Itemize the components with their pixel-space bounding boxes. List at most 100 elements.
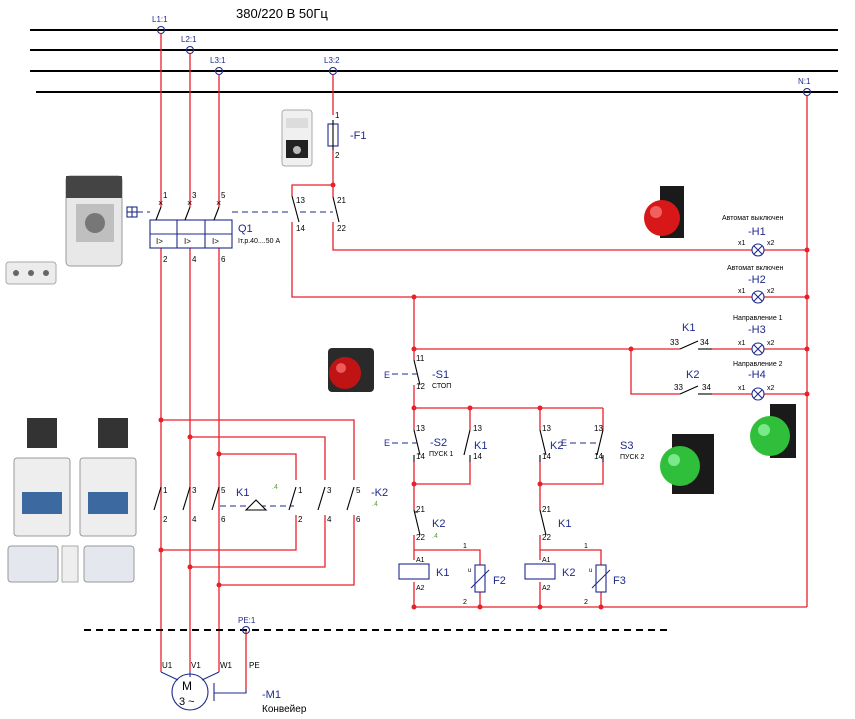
motor-m1: M 3 ~ U1 V1 W1 PE -M1 Конвейер — [160, 661, 307, 715]
lamp-h4: Направление 2 -H4 x1 x2 — [733, 361, 783, 401]
lamp-h4-x1: x1 — [738, 385, 746, 392]
k1-main-2: 2 — [163, 515, 168, 524]
k1-int-b: 22 — [542, 533, 551, 542]
contactor-photos — [7, 418, 137, 583]
k1-interlock-contact: 21 22 K1 — [539, 505, 571, 542]
tap-label-pe: PE:1 — [238, 616, 256, 625]
k1-hold-a: 13 — [473, 424, 482, 433]
k2-hold-contact: 13 14 K2 — [539, 424, 563, 462]
k1-coil-a1: A1 — [416, 557, 425, 564]
k2-int-b: 22 — [416, 533, 425, 542]
k1-coil-name: K1 — [436, 567, 449, 579]
bus-taps: L1:1 L2:1 L3:1 L3:2 N:1 — [152, 15, 812, 97]
motor-pe: PE — [249, 661, 260, 670]
lamp-h1-x2: x2 — [767, 240, 775, 247]
k1-int-name: K1 — [558, 518, 571, 530]
tap-label-l1: L1:1 — [152, 15, 168, 24]
k2-coil-a2: A2 — [542, 585, 551, 592]
q1-range: Iт.р.40....50 А — [238, 238, 280, 245]
svg-text:×: × — [216, 198, 221, 208]
lamp-h2: Автомат включен -H2 x1 x2 — [727, 265, 784, 304]
svg-text:×: × — [187, 198, 192, 208]
motor-breaker-photo — [5, 175, 123, 285]
motor-w1: W1 — [220, 661, 233, 670]
power-wiring — [160, 34, 808, 690]
k2-int-a: 21 — [416, 505, 425, 514]
tap-label-l3b: L3:2 — [324, 56, 340, 65]
f1-name: -F1 — [350, 130, 367, 142]
k2-contact-h4: K2 33 34 — [674, 369, 712, 395]
lamp-h3-name: -H3 — [748, 324, 766, 336]
k2-main-3: 3 — [327, 486, 332, 495]
s3-e: E — [561, 438, 567, 448]
tap-label-l3: L3:1 — [210, 56, 226, 65]
q1-pole-1: 1 — [163, 191, 168, 200]
q1-out-2: 2 — [163, 255, 168, 264]
start-button-green-photo — [660, 434, 714, 494]
k1-main-3: 3 — [192, 486, 197, 495]
k1-coil-a2: A2 — [416, 585, 425, 592]
s1-a: 11 — [416, 354, 425, 363]
tap-label-n: N:1 — [798, 77, 811, 86]
f2-p1: 1 — [463, 543, 467, 550]
k2-main-2: 2 — [298, 515, 303, 524]
f1-fuse: 1 2 -F1 — [327, 111, 367, 160]
q1-pole-5: 5 — [221, 191, 226, 200]
s1-name: -S1 — [432, 369, 449, 381]
lamp-h2-name: -H2 — [748, 274, 766, 286]
lamp-h3-x2: x2 — [767, 340, 775, 347]
k1-main-5: 5 — [221, 486, 226, 495]
s3-a: 13 — [594, 424, 603, 433]
q1-breaker: × × × I> I> I> 1 3 5 2 4 6 Q1 Iт.р.40...… — [126, 191, 346, 264]
k1-h3-name: K1 — [682, 322, 695, 334]
k1-main-ref: .4 — [272, 484, 278, 491]
q1-trip-1: I> — [156, 237, 163, 246]
tap-n — [802, 87, 812, 97]
k1-hold-name: K1 — [474, 440, 487, 452]
k2-h4-a: 33 — [674, 383, 683, 392]
k2-coil: A1 A2 K2 — [524, 557, 575, 592]
s2-name: -S2 — [430, 437, 447, 449]
k2-interlock-contact: 21 22 K2 .4 — [413, 505, 445, 542]
q1-aux-22: 22 — [337, 224, 346, 233]
f3-name: F3 — [613, 575, 626, 587]
s1-e: E — [384, 370, 390, 380]
tap-l3b — [328, 66, 338, 76]
bus-bars — [30, 29, 838, 93]
s2-a: 13 — [416, 424, 425, 433]
s3-b: 14 — [594, 452, 603, 461]
motor-desc: Конвейер — [262, 704, 307, 715]
motor-u1: U1 — [162, 661, 173, 670]
k1-coil: A1 A2 K1 — [398, 557, 449, 592]
motor-name: -M1 — [262, 689, 281, 701]
q1-aux-21: 21 — [337, 196, 346, 205]
motor-v1: V1 — [191, 661, 201, 670]
q1-aux-13: 13 — [296, 196, 305, 205]
q1-trip-3: I> — [212, 237, 219, 246]
s2-e: E — [384, 438, 390, 448]
motor-symbol: M — [182, 679, 192, 693]
k1-h3-b: 34 — [700, 338, 709, 347]
tap-pe — [241, 625, 251, 635]
k2-coil-a1: A1 — [542, 557, 551, 564]
q1-out-6: 6 — [221, 255, 226, 264]
f3-p1: 1 — [584, 543, 588, 550]
fuse-holder-photo — [281, 109, 313, 167]
k2-main-ref: .4 — [372, 501, 378, 508]
q1-out-4: 4 — [192, 255, 197, 264]
lamp-h2-x2: x2 — [767, 288, 775, 295]
f2-u: u — [468, 568, 471, 574]
k2-main-contacts: 1 3 5 2 4 6 -K2 .4 — [288, 486, 388, 524]
supply-title: 380/220 В 50Гц — [236, 6, 328, 21]
f2-p2: 2 — [463, 599, 467, 606]
lamp-h1-x1: x1 — [738, 240, 746, 247]
lamp-h1: Автомат выключен -H1 x1 x2 — [722, 215, 784, 257]
f3-u: u — [589, 568, 592, 574]
k1-main-name: K1 — [236, 487, 249, 499]
lamp-h4-label: Направление 2 — [733, 361, 783, 368]
k1-hold-b: 14 — [473, 452, 482, 461]
tap-l3 — [214, 66, 224, 76]
k1-hold-contact: 13 14 K1 — [463, 424, 487, 462]
f1-pin-2: 2 — [335, 151, 340, 160]
k1-h3-a: 33 — [670, 338, 679, 347]
